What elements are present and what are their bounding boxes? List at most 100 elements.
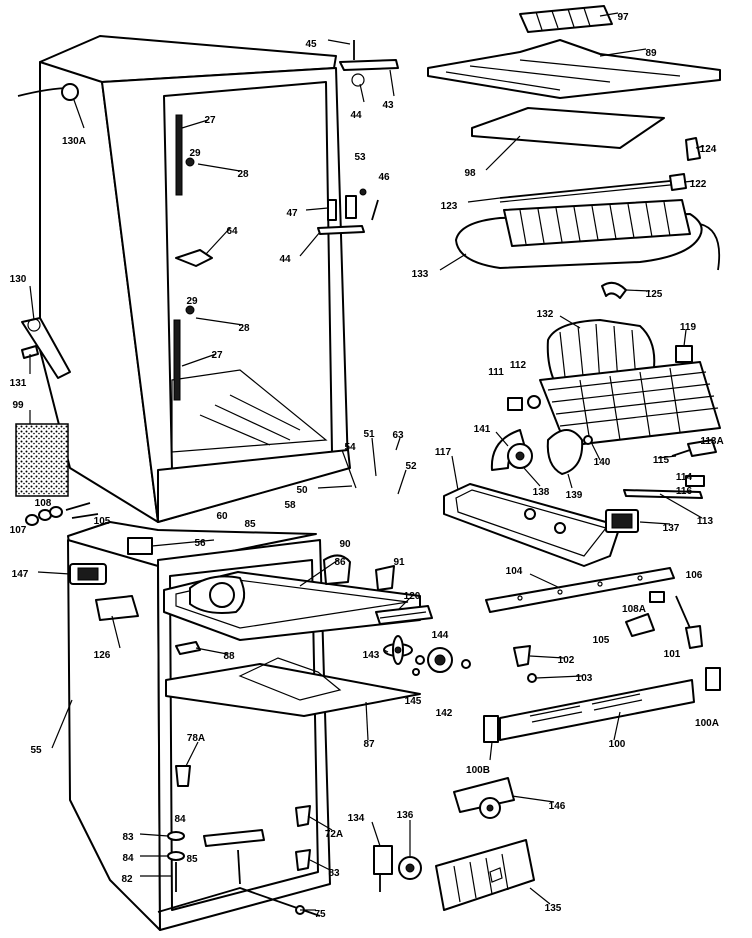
callout-98: 98 bbox=[464, 168, 476, 179]
upper-cabinet bbox=[39, 35, 399, 523]
callout-105: 105 bbox=[593, 635, 610, 646]
callout-144: 144 bbox=[432, 630, 449, 641]
callout-99: 99 bbox=[12, 400, 24, 411]
callout-122: 122 bbox=[690, 179, 707, 190]
callout-114: 114 bbox=[676, 472, 693, 483]
callout-63: 63 bbox=[392, 430, 404, 441]
callout-120: 120 bbox=[404, 591, 421, 602]
callout-135: 135 bbox=[545, 903, 562, 914]
callout-75: 75 bbox=[314, 909, 326, 920]
callout-91: 91 bbox=[393, 557, 405, 568]
callout-100b: 100B bbox=[466, 765, 490, 776]
callout-97: 97 bbox=[617, 12, 629, 23]
callout-139: 139 bbox=[566, 490, 583, 501]
callout-64: 64 bbox=[226, 226, 238, 237]
leader-lines bbox=[29, 12, 705, 911]
callout-28: 28 bbox=[237, 169, 249, 180]
fan-assembly bbox=[375, 605, 471, 676]
callout-116: 116 bbox=[676, 486, 693, 497]
callout-45: 45 bbox=[305, 39, 317, 50]
callout-113a: 113A bbox=[700, 436, 723, 447]
callout-50: 50 bbox=[296, 485, 308, 496]
callout-88: 88 bbox=[223, 651, 235, 662]
grille-135 bbox=[435, 839, 535, 911]
callout-106: 106 bbox=[686, 570, 703, 581]
clip-100B bbox=[483, 715, 499, 743]
callout-115: 115 bbox=[653, 455, 670, 466]
callout-54: 54 bbox=[344, 442, 356, 453]
callout-101: 101 bbox=[664, 649, 681, 660]
small-parts-left bbox=[25, 502, 99, 526]
callout-147: 147 bbox=[12, 569, 29, 580]
callout-117: 117 bbox=[435, 447, 452, 458]
callout-58: 58 bbox=[284, 500, 296, 511]
callout-29: 29 bbox=[189, 148, 201, 159]
callout-47: 47 bbox=[286, 208, 298, 219]
callout-46: 46 bbox=[378, 172, 390, 183]
callout-82: 82 bbox=[121, 874, 133, 885]
callout-108: 108 bbox=[35, 498, 52, 509]
callout-102: 102 bbox=[558, 655, 575, 666]
callout-29: 29 bbox=[186, 296, 198, 307]
kickplate-100 bbox=[499, 679, 695, 741]
callout-52: 52 bbox=[405, 461, 417, 472]
panel-98 bbox=[471, 107, 665, 149]
callout-53: 53 bbox=[354, 152, 366, 163]
right-small-parts bbox=[605, 439, 717, 533]
callout-132: 132 bbox=[537, 309, 554, 320]
shelf-ladder-lower bbox=[173, 319, 181, 401]
callout-27: 27 bbox=[211, 350, 223, 361]
callout-111: 111 bbox=[488, 367, 504, 378]
ice-tray bbox=[519, 5, 613, 33]
callout-141: 141 bbox=[474, 424, 491, 435]
callout-90: 90 bbox=[339, 539, 351, 550]
callout-43: 43 bbox=[382, 100, 394, 111]
callout-85: 85 bbox=[186, 854, 198, 865]
bracket-126 bbox=[95, 595, 139, 621]
callout-100: 100 bbox=[609, 739, 626, 750]
callout-130a: 130A bbox=[62, 136, 86, 147]
roller-146 bbox=[453, 777, 515, 813]
callout-44: 44 bbox=[279, 254, 291, 265]
callout-72a: 72A bbox=[325, 829, 343, 840]
callout-104: 104 bbox=[506, 566, 523, 577]
condenser bbox=[539, 319, 721, 447]
callout-44: 44 bbox=[350, 110, 362, 121]
freezer-shelf bbox=[427, 39, 721, 99]
switch-134 bbox=[373, 845, 393, 875]
callout-28: 28 bbox=[238, 323, 250, 334]
callout-108a: 108A bbox=[622, 604, 646, 615]
callout-labels: 97 89 45 44 43 130A 27 29 28 98 124 53 46 47 123 122 64 4… bbox=[10, 12, 724, 920]
shelf-stud-icon bbox=[185, 157, 195, 167]
callout-126: 126 bbox=[94, 650, 111, 661]
callout-84: 84 bbox=[174, 814, 186, 825]
callout-84: 84 bbox=[122, 853, 134, 864]
callout-125: 125 bbox=[646, 289, 663, 300]
callout-105: 105 bbox=[94, 516, 111, 527]
callout-123: 123 bbox=[441, 201, 458, 212]
callout-124: 124 bbox=[700, 144, 717, 155]
lower-cabinet bbox=[67, 521, 421, 931]
callout-134: 134 bbox=[348, 813, 365, 824]
base-pan bbox=[443, 483, 621, 567]
callout-85: 85 bbox=[244, 519, 256, 530]
callout-119: 119 bbox=[680, 322, 697, 333]
shelf-ladder-upper bbox=[175, 114, 183, 196]
callout-89: 89 bbox=[645, 48, 657, 59]
callout-83: 83 bbox=[122, 832, 134, 843]
callout-130: 130 bbox=[10, 274, 27, 285]
callout-112: 112 bbox=[510, 360, 527, 371]
callout-140: 140 bbox=[594, 457, 611, 468]
callout-138: 138 bbox=[533, 487, 550, 498]
clip-100A bbox=[705, 667, 721, 691]
callout-143: 143 bbox=[363, 650, 380, 661]
callout-113: 113 bbox=[697, 516, 714, 527]
callout-51: 51 bbox=[363, 429, 375, 440]
callout-100a: 100A bbox=[695, 718, 719, 729]
callout-55: 55 bbox=[30, 745, 42, 756]
callout-137: 137 bbox=[663, 523, 680, 534]
callout-131: 131 bbox=[10, 378, 27, 389]
callout-146: 146 bbox=[549, 801, 566, 812]
callout-136: 136 bbox=[397, 810, 414, 821]
